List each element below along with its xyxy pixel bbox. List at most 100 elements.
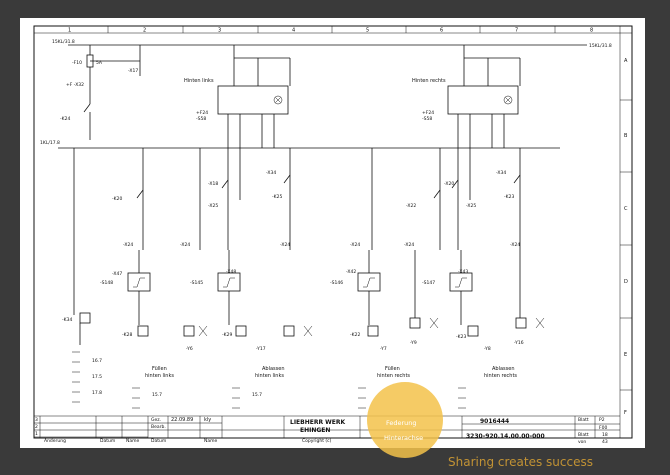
x19-left-label: -X18 (208, 181, 218, 187)
caption-2-line2: hinten links (255, 373, 284, 379)
k25-left-label: -K25 (272, 194, 282, 200)
drawing-number: 3230-920.14.00.00-000 (466, 433, 545, 440)
k23-label: -K23 (456, 334, 466, 340)
ref-3: 17.8 (92, 390, 102, 396)
k22-label: -K22 (350, 332, 360, 338)
company-line2: EHINGEN (300, 427, 330, 434)
x24-label-5: -X24 (404, 242, 414, 248)
ground-label: 1KL/17.8 (40, 140, 60, 146)
col-7: 7 (515, 28, 518, 34)
x48-left-label: -X48 (226, 269, 236, 275)
rev-1: 1 (35, 431, 38, 437)
k24-label: -K24 (60, 116, 70, 122)
block-hinten-links: Hinten links +F24 -S58 (184, 45, 291, 200)
block-right-title: Hinten rechts (412, 78, 446, 84)
caption-1-line2: hinten links (145, 373, 174, 379)
ref-4: 15.7 (152, 392, 162, 398)
drawing-number-short: 9016444 (480, 418, 509, 425)
bearb-label: Bearb. (151, 424, 166, 430)
block-left-ref2: -S58 (196, 116, 206, 122)
paper-sheet (20, 18, 645, 448)
f10-label: -F10 (72, 60, 82, 66)
x47-left-label: -X47 (112, 271, 122, 277)
y17-label: -Y17 (256, 346, 266, 352)
s147-right-label: -S147 (422, 280, 435, 286)
x43-right-label: -X43 (458, 269, 468, 275)
x34-right-label: -X34 (496, 170, 506, 176)
row-markers: A B C D E F (620, 58, 632, 416)
x25-right-label: -X25 (466, 203, 476, 209)
block-right-ref2: -S58 (422, 116, 432, 122)
block-left-title: Hinten links (184, 78, 214, 84)
block-right-ref1: +F24 (422, 110, 434, 116)
s146-right-label: -S146 (330, 280, 343, 286)
page-code-label: Blatt (578, 417, 589, 423)
rev-3: 3 (35, 417, 38, 423)
x22-right-label: -X22 (406, 203, 416, 209)
von-value: 43 (602, 439, 608, 445)
page-code-1: P2 (599, 417, 605, 423)
ref-2: 17.5 (92, 374, 102, 380)
row-f: F (624, 410, 627, 416)
row-d: D (624, 279, 628, 285)
x24-label-3: -X24 (280, 242, 290, 248)
col-6: 6 (440, 28, 443, 34)
s148-left-label: -S148 (100, 280, 113, 286)
caption-4-line2: hinten rechts (484, 373, 517, 379)
row-a: A (624, 58, 628, 64)
y9-label: -Y9 (410, 340, 417, 346)
f10-value: 5A (96, 60, 103, 66)
gez-label: Gez. (151, 417, 161, 423)
k34-label: -K34 (62, 317, 72, 323)
caption-1-line1: Füllen (152, 366, 167, 372)
supply-rail: 15KL/31.8 15KL/31.8 -F10 5A +F -X32 -K24… (52, 39, 612, 140)
x24-label-2: -X24 (180, 242, 190, 248)
k28-label: -K28 (122, 332, 132, 338)
blatt-value: 18 (602, 432, 608, 438)
row-b: B (624, 133, 628, 139)
page-code-2: F00 (599, 425, 607, 431)
title-block: 3 2 1 Änderung Datum Name Gez. 22.09.89 … (34, 415, 620, 445)
gez-name: kly (204, 417, 211, 423)
col-8: 8 (590, 28, 593, 34)
column-markers: 1 2 3 4 5 6 7 8 (68, 26, 593, 34)
k20-left-label: -K20 (112, 196, 122, 202)
y7-label: -Y7 (380, 346, 387, 352)
watermark-badge (367, 382, 443, 458)
blatt-label: Blatt (578, 432, 589, 438)
row-e: E (624, 352, 627, 358)
gez-date: 22.09.89 (171, 417, 193, 423)
col-5: 5 (366, 28, 369, 34)
col-2: 2 (143, 28, 146, 34)
ref-5: 15.7 (252, 392, 262, 398)
k23-right-label: -K23 (504, 194, 514, 200)
watermark-line2: Hinterachse (384, 434, 423, 442)
caption-3-line2: hinten rechts (377, 373, 410, 379)
x32-label: +F -X32 (66, 82, 84, 88)
x20-right-label: -X20 (444, 181, 454, 187)
name-label: Name (126, 438, 140, 444)
watermark-slogan: Sharing creates success (448, 455, 593, 469)
datum-label-2: Datum (151, 438, 166, 444)
name-label-2: Name (204, 438, 218, 444)
col-1: 1 (68, 28, 71, 34)
ref-1: 16.7 (92, 358, 102, 364)
contact-refs: 16.7 17.5 17.8 15.7 15.7 (72, 351, 466, 409)
k29-label: -K29 (222, 332, 232, 338)
x24-label-4: -X24 (350, 242, 360, 248)
supply-left-label: 15KL/31.8 (52, 39, 75, 45)
y8-label: -Y8 (484, 346, 491, 352)
watermark: Federung Hinterachse Sharing creates suc… (367, 382, 593, 469)
caption-3-line1: Füllen (385, 366, 400, 372)
block-left-ref1: +F24 (196, 110, 208, 116)
caption-2-line1: Ablassen (262, 366, 285, 372)
row-c: C (624, 206, 628, 212)
y6-label: -Y6 (186, 346, 193, 352)
watermark-line1: Federung (386, 419, 417, 427)
s145-left-label: -S145 (190, 280, 203, 286)
rev-2: 2 (35, 424, 38, 430)
datum-label: Datum (100, 438, 115, 444)
col-3: 3 (218, 28, 221, 34)
circuit-captions: Füllen hinten links Ablassen hinten link… (145, 366, 517, 379)
